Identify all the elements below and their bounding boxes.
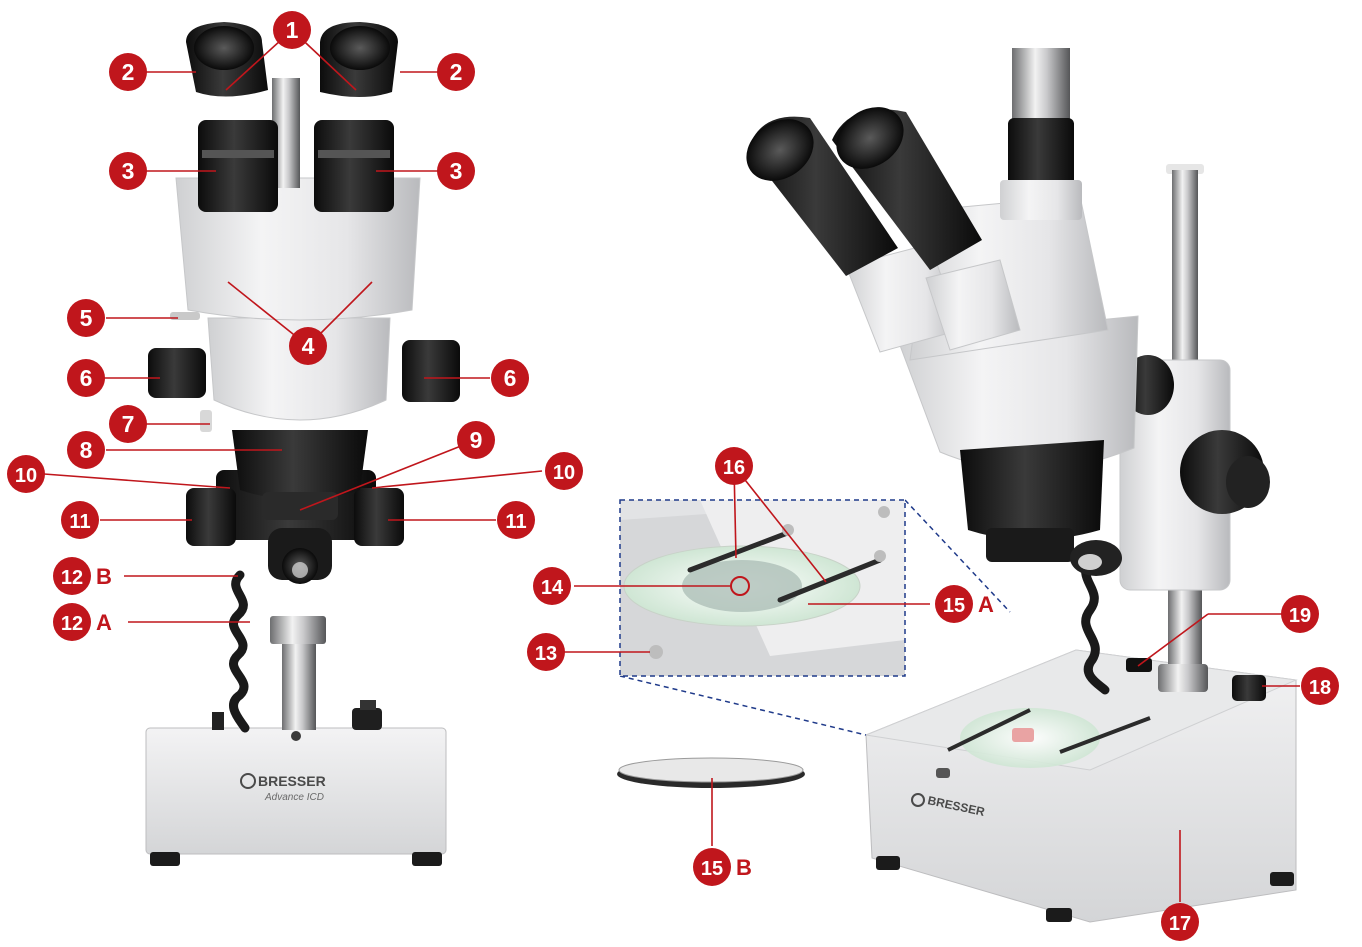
callout-c11-left: 11 [61, 501, 99, 539]
front-dimmer-knob [352, 708, 382, 730]
side-objective [960, 440, 1104, 540]
front-eyepiece-left [186, 22, 278, 212]
callout-number: 18 [1309, 677, 1331, 699]
callout-c7: 7 [109, 405, 147, 443]
callout-number: 2 [450, 59, 463, 85]
callout-suffix: B [736, 855, 752, 880]
callout-number: 5 [80, 305, 93, 331]
front-eyepiece-right [314, 22, 398, 212]
callout-number: 4 [302, 333, 315, 359]
callout-number: 13 [535, 643, 557, 665]
callout-c10-right: 10 [545, 452, 583, 490]
callout-number: 8 [80, 437, 93, 463]
callout-c3-left: 3 [109, 152, 147, 190]
callout-c15b: 15 B [693, 848, 752, 886]
callout-number: 1 [286, 17, 299, 43]
callout-c6-left: 6 [67, 359, 105, 397]
front-objective-ring [262, 492, 338, 520]
callout-number: 10 [15, 465, 37, 487]
callout-c4: 4 [289, 327, 327, 365]
side-dimmer-knob [1232, 675, 1266, 701]
side-pillar-collar [1158, 664, 1208, 692]
callout-c14: 14 [533, 567, 571, 605]
front-base [146, 728, 446, 854]
side-photo-tube [1012, 48, 1070, 124]
callout-number: 11 [69, 511, 90, 533]
callout-c16: 16 [715, 447, 753, 485]
front-zoom-knob-left [148, 348, 206, 398]
callout-number: 12 [61, 613, 83, 635]
callout-number: 6 [80, 365, 93, 391]
brand-model-front: Advance ICD [264, 792, 324, 803]
inset-screw [649, 645, 663, 659]
callout-number: 10 [553, 462, 575, 484]
callout-c8: 8 [67, 431, 105, 469]
front-focus-knob-left [186, 488, 236, 546]
callout-c19: 19 [1281, 595, 1319, 633]
side-base-button [936, 768, 950, 778]
callout-number: 2 [122, 59, 135, 85]
front-lock-screw [200, 410, 212, 432]
callout-number: 16 [723, 457, 745, 479]
front-pillar-collar [270, 616, 326, 644]
callout-c6-right: 6 [491, 359, 529, 397]
side-view-microscope: BRESSER [734, 48, 1296, 922]
callout-number: 3 [122, 158, 135, 184]
callout-number: 14 [541, 577, 564, 599]
callout-c18: 18 [1301, 667, 1339, 705]
front-zoom-knob-right [402, 340, 460, 402]
callout-c12a: 12 A [53, 603, 112, 641]
callout-suffix: A [978, 592, 994, 617]
callout-number: 3 [450, 158, 463, 184]
callout-c3-right: 3 [437, 152, 475, 190]
callout-c17: 17 [1161, 903, 1199, 941]
callout-c5: 5 [67, 299, 105, 337]
callout-c1: 1 [273, 11, 311, 49]
front-objective [232, 430, 368, 500]
inset-connector-bottom [620, 676, 866, 735]
callout-c9: 9 [457, 421, 495, 459]
callout-c11-right: 11 [497, 501, 535, 539]
front-view-microscope: BRESSER Advance ICD [146, 22, 460, 866]
callout-number: 17 [1169, 913, 1191, 935]
front-coiled-cable [233, 575, 245, 728]
callout-c2-right: 2 [437, 53, 475, 91]
front-base-foot-right [412, 852, 442, 866]
callout-number: 11 [505, 511, 526, 533]
callout-number: 9 [470, 427, 483, 453]
callout-number: 15 [943, 595, 965, 617]
spare-stage-plate [617, 758, 805, 788]
side-objective-ring [986, 528, 1074, 562]
callout-suffix: A [96, 610, 112, 635]
callout-number: 7 [122, 411, 135, 437]
front-focus-knob-right [354, 488, 404, 546]
callout-c15a: 15 A [935, 585, 994, 623]
callout-suffix: B [96, 564, 112, 589]
callout-c2-left: 2 [109, 53, 147, 91]
front-base-foot-left [150, 852, 180, 866]
callout-number: 19 [1289, 605, 1311, 627]
callout-c12b: 12 B [53, 557, 112, 595]
callout-c13: 13 [527, 633, 565, 671]
callout-c10-left: 10 [7, 455, 45, 493]
callout-number: 12 [61, 567, 83, 589]
front-base-screw [291, 731, 301, 741]
front-switch [212, 712, 224, 730]
brand-name-front: BRESSER [258, 773, 326, 789]
callout-number: 15 [701, 858, 723, 880]
front-pillar [282, 640, 316, 730]
side-specimen [1012, 728, 1034, 742]
callout-number: 6 [504, 365, 517, 391]
